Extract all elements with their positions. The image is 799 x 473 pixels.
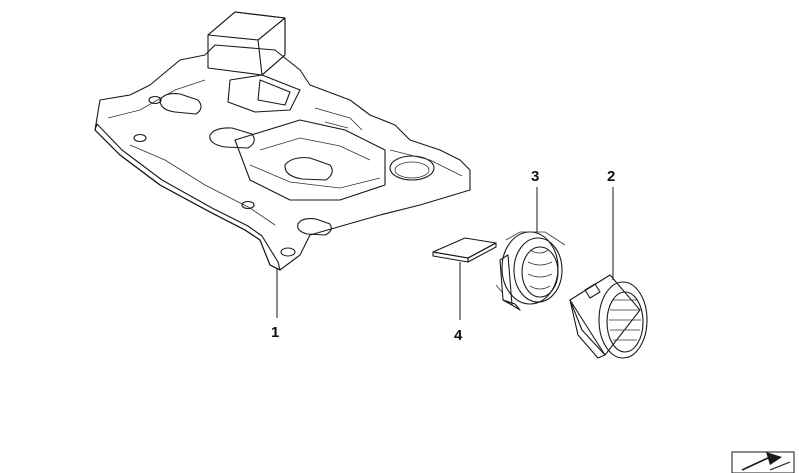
callout-3: 3	[531, 168, 539, 185]
part-4-pad	[432, 237, 497, 263]
arrow-icon	[731, 451, 795, 473]
part-3-threaded-ring	[495, 231, 566, 311]
callout-4: 4	[454, 327, 463, 344]
part-1-underbody-panel	[94, 11, 471, 271]
part-2-cap	[569, 274, 648, 359]
callout-2: 2	[607, 168, 615, 185]
callout-1: 1	[271, 324, 279, 341]
